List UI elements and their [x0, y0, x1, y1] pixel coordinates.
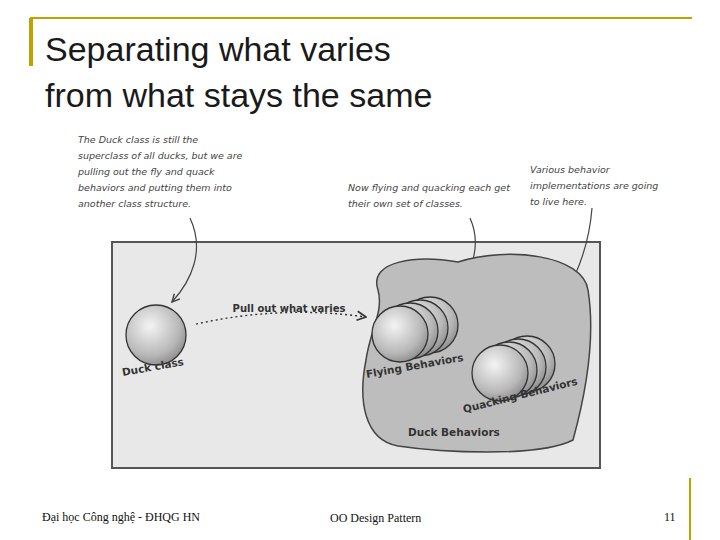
leader-line — [172, 218, 197, 302]
region-outline — [363, 254, 591, 452]
behavior-circle — [372, 306, 428, 362]
behaviors-region: Duck Behaviors Flying BehaviorsQuacking B… — [358, 250, 593, 455]
class-circle: Duck class — [118, 300, 196, 386]
behavior-stack: Quacking Behaviors — [463, 335, 588, 430]
gold-rule — [30, 17, 692, 19]
dotted-arrow — [196, 312, 366, 324]
page-number: 11 — [664, 510, 676, 525]
behavior-stack: Flying Behaviors — [366, 298, 478, 393]
slide-title: Separating what varies from what stays t… — [45, 26, 445, 118]
edge-label: Pull out what varies — [233, 303, 346, 314]
footer-text: Đại học Công nghệ - ĐHQG HN — [42, 510, 200, 525]
footer-text: OO Design Pattern — [330, 511, 421, 526]
annotation-note: Now flying and quacking each get their o… — [348, 180, 510, 212]
node-label: Duck Behaviors — [408, 426, 500, 438]
annotation-note: Various behavior implementations are goi… — [530, 162, 670, 210]
illustration-frame — [112, 242, 600, 468]
gold-bar — [29, 18, 33, 66]
gold-bar — [689, 478, 691, 540]
node-outline — [366, 298, 478, 393]
annotation-note: The Duck class is still the superclass o… — [78, 132, 250, 212]
